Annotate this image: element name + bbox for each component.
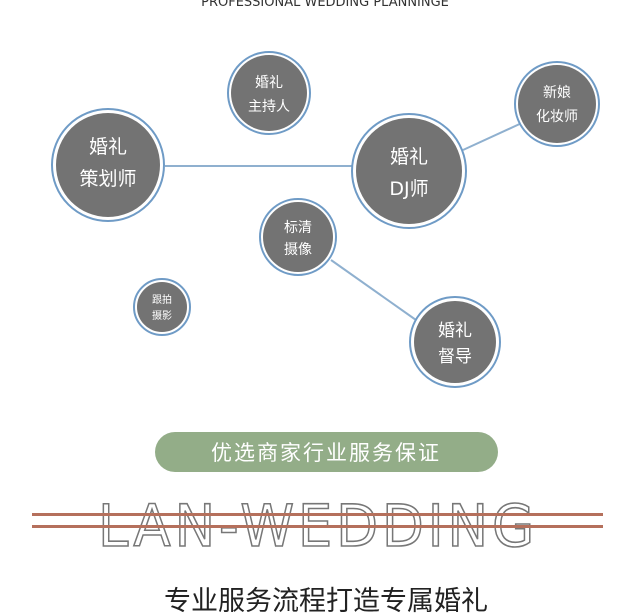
svg-text:标清: 标清 [284, 220, 312, 236]
svg-text:婚礼: 婚礼 [255, 75, 283, 91]
role-supervisor: 婚礼 督导 [409, 296, 501, 388]
svg-text:策划师: 策划师 [79, 168, 136, 190]
svg-text:新娘: 新娘 [543, 85, 571, 101]
svg-text:主持人: 主持人 [248, 99, 290, 115]
brand-logo: LAN-WEDDING [32, 491, 603, 561]
svg-text:婚礼: 婚礼 [89, 136, 127, 158]
role-hd-video: 标清 摄像 [259, 198, 337, 276]
svg-text:优选商家行业服务保证: 优选商家行业服务保证 [211, 441, 441, 465]
svg-text:化妆师: 化妆师 [536, 109, 578, 125]
tagline: 专业服务流程打造专属婚礼 [164, 586, 488, 613]
svg-text:摄像: 摄像 [284, 242, 312, 258]
role-planner: 婚礼 策划师 [51, 108, 165, 222]
role-follow-photo: 跟拍 摄影 [133, 278, 191, 336]
role-host: 婚礼 主持人 [227, 51, 311, 135]
svg-text:跟拍: 跟拍 [152, 293, 172, 306]
svg-text:DJ师: DJ师 [389, 178, 428, 200]
svg-text:督导: 督导 [438, 347, 472, 367]
guarantee-badge: 优选商家行业服务保证 [155, 432, 498, 472]
role-dj: 婚礼 DJ师 [351, 113, 467, 229]
role-makeup-artist: 新娘 化妆师 [514, 61, 600, 147]
svg-text:摄影: 摄影 [152, 309, 172, 322]
svg-text:婚礼: 婚礼 [390, 146, 428, 168]
connector-video-supervisor [330, 259, 417, 321]
header-subtitle: PROFESSIONAL WEDDING PLANNINGE [201, 0, 449, 10]
svg-text:婚礼: 婚礼 [438, 321, 472, 341]
connector-dj-makeup [462, 121, 525, 151]
